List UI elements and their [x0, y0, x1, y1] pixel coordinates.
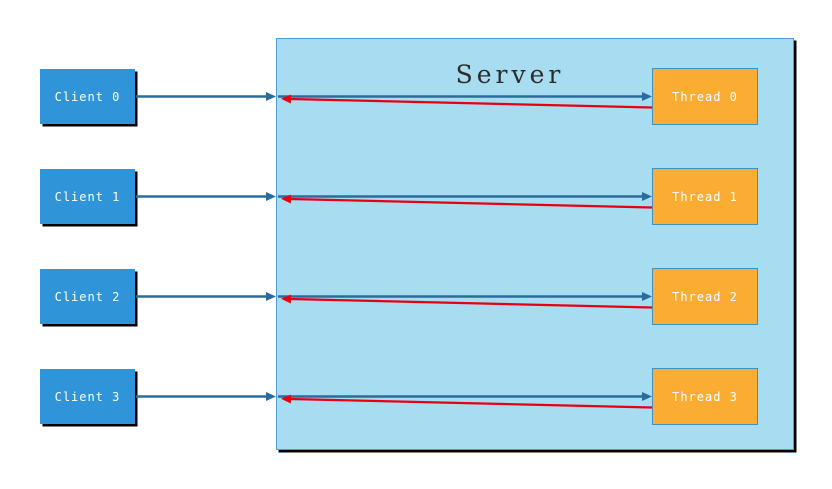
client-2-box: Client 2 — [40, 269, 135, 324]
thread-2-box: Thread 2 — [652, 268, 758, 325]
thread-0-label: Thread 0 — [672, 89, 738, 104]
client-2-label: Client 2 — [54, 289, 121, 304]
client-0-box: Client 0 — [40, 69, 135, 124]
client-1-label: Client 1 — [54, 189, 121, 204]
thread-3-box: Thread 3 — [652, 368, 758, 425]
client-0-label: Client 0 — [54, 89, 121, 104]
client-1-box: Client 1 — [40, 169, 135, 224]
thread-3-label: Thread 3 — [672, 389, 738, 404]
thread-2-label: Thread 2 — [672, 289, 738, 304]
thread-1-box: Thread 1 — [652, 168, 758, 225]
server-title: Server — [455, 60, 565, 89]
client-3-box: Client 3 — [40, 369, 135, 424]
thread-0-box: Thread 0 — [652, 68, 758, 125]
client-3-label: Client 3 — [54, 389, 121, 404]
thread-1-label: Thread 1 — [672, 189, 738, 204]
